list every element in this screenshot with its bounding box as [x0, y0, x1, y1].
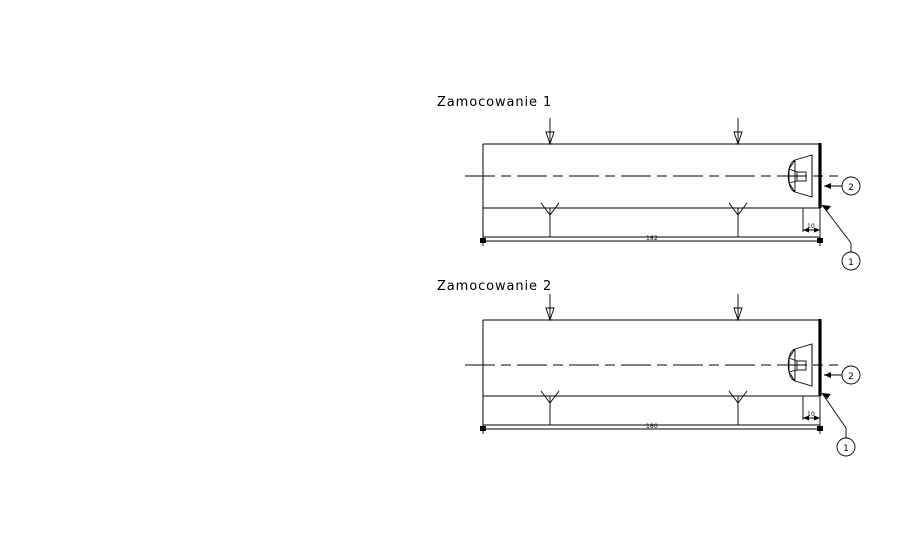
view-1-overall-dimension: 182: [480, 208, 823, 246]
view-2-load-arrow-left: [545, 294, 555, 322]
view-2-weld-symbol-left: [540, 390, 560, 425]
view-2-balloon-2-label: 2: [848, 372, 854, 382]
view-2-balloon-1-label: 1: [843, 444, 849, 454]
view-1-load-arrow-right: [733, 118, 743, 146]
view-1-balloon-1-label: 1: [848, 258, 854, 268]
view-1-overall-dimension-text: 182: [646, 235, 658, 242]
view-2-beam-outline: [482, 319, 820, 426]
view-2-overall-dimension: 180: [480, 396, 823, 434]
view-2-edge-dimension-text: 10: [807, 411, 815, 418]
view-1-edge-dimension: 10: [802, 208, 820, 233]
view-2-hex-nut: [787, 343, 813, 387]
view-1-balloon-2-label: 2: [848, 183, 854, 193]
view-1-weld-symbol-left: [540, 202, 560, 237]
view-1-hex-nut: [787, 154, 813, 198]
view-2-weld-symbol-right: [728, 390, 748, 425]
view-1-weld-symbol-right: [728, 202, 748, 237]
view-1-beam-outline: [482, 143, 820, 238]
view-2-overall-dimension-text: 180: [646, 423, 658, 430]
view-1-edge-dimension-text: 10: [807, 223, 815, 230]
view-2-load-arrow-right: [733, 294, 743, 322]
view-zamocowanie-2: Zamocowanie 2: [437, 279, 861, 457]
view-2-title: Zamocowanie 2: [437, 279, 552, 294]
view-1-balloon-2[interactable]: 2: [824, 176, 861, 196]
view-2-edge-dimension: 10: [802, 396, 820, 421]
view-2-balloon-2[interactable]: 2: [824, 365, 861, 385]
view-2-balloon-1[interactable]: 1: [821, 392, 856, 457]
view-1-balloon-1[interactable]: 1: [821, 204, 861, 271]
view-1-title: Zamocowanie 1: [437, 95, 552, 110]
view-1-load-arrow-left: [545, 118, 555, 146]
view-zamocowanie-1: Zamocowanie 1: [437, 95, 861, 271]
